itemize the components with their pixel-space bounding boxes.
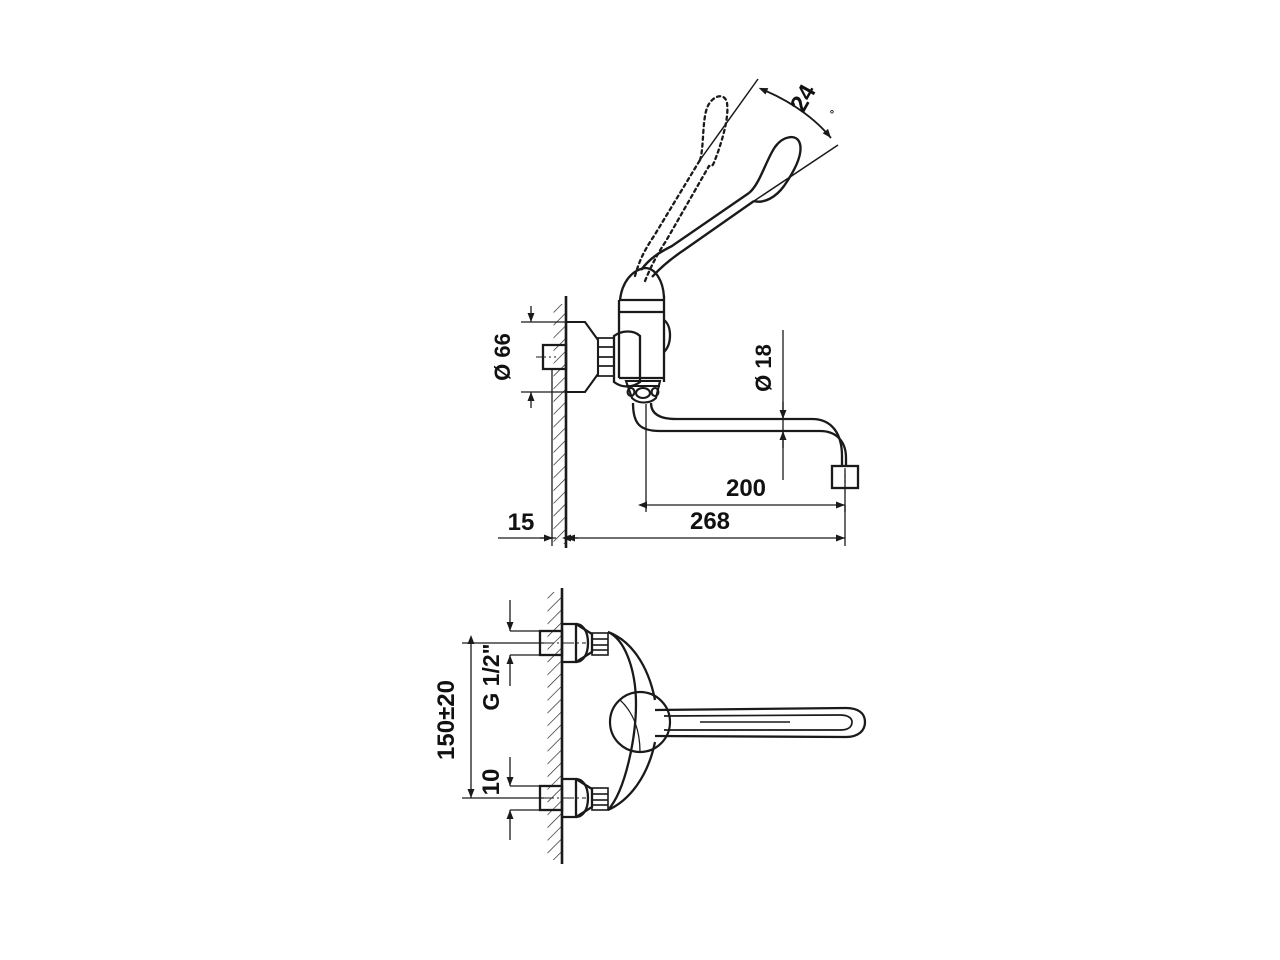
dim-label-15: 15 — [508, 509, 535, 536]
dim-label-diameter-66: Ø 66 — [490, 333, 515, 381]
wall-section-upper — [550, 296, 568, 548]
lever-handle-front — [654, 706, 867, 739]
side-elevation-view: 24 ° Ø 66 Ø 18 200 268 — [490, 78, 860, 548]
upper-wall-connector — [522, 622, 609, 664]
angle-dimension-24 — [699, 78, 839, 202]
dimension-268 — [562, 505, 846, 546]
dimension-10 — [506, 757, 545, 840]
spout-swivel-collar — [624, 379, 662, 404]
mixer-body-side — [612, 266, 672, 388]
dimension-thread-g-half — [506, 600, 545, 686]
dim-label-angle-unit: ° — [830, 109, 834, 121]
dim-label-268: 268 — [690, 508, 730, 535]
spout-tube — [631, 402, 848, 468]
lever-handle-alternate — [633, 95, 729, 283]
dimension-15 — [498, 370, 578, 546]
mixer-body-front — [607, 630, 657, 812]
dim-label-diameter-18: Ø 18 — [751, 344, 776, 392]
dimension-150-tol-20 — [462, 635, 544, 799]
dimension-diameter-66 — [521, 306, 568, 408]
dim-label-10: 10 — [478, 769, 505, 796]
front-elevation-view: 150±20 G 1/2" 10 — [433, 588, 867, 864]
dim-label-thread-g-half: G 1/2" — [478, 643, 504, 710]
wall-section-lower — [544, 588, 564, 864]
dim-label-150-tol-20: 150±20 — [433, 680, 460, 760]
dim-label-200: 200 — [726, 475, 766, 502]
escutcheon-upper — [536, 320, 615, 394]
cartridge-ball — [608, 690, 672, 754]
